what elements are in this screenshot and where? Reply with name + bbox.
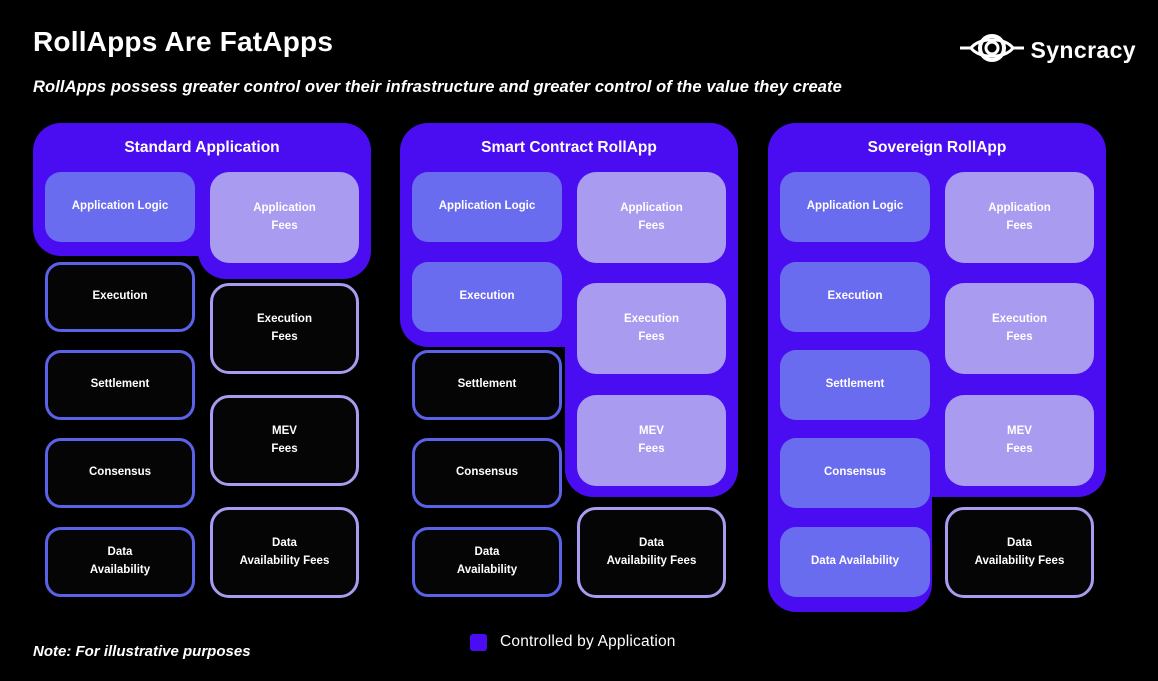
page-title: RollApps Are FatApps [33,26,334,57]
syncracy-orbit-icon [959,28,1025,73]
layer-box-application-logic: Application Logic [780,172,930,242]
layer-box-settlement: Settlement [45,350,195,420]
fee-box-execution-fees: Execution Fees [945,283,1094,374]
legend-label: Controlled by Application [500,633,676,650]
layer-box-settlement: Settlement [412,350,562,420]
layer-box-execution: Execution [45,262,195,332]
fee-box-application-fees: Application Fees [210,172,359,263]
layer-box-application-logic: Application Logic [45,172,195,242]
fee-box-mev-fees: MEV Fees [577,395,726,486]
layer-box-data-availability: Data Availability [412,527,562,597]
layer-box-data-availability: Data Availability [45,527,195,597]
layer-box-execution: Execution [780,262,930,332]
fee-box-execution-fees: Execution Fees [210,283,359,374]
layer-box-application-logic: Application Logic [412,172,562,242]
layer-box-data-availability: Data Availability [780,527,930,597]
column-header: Smart Contract RollApp [481,138,657,156]
layer-box-consensus: Consensus [780,438,930,508]
syncracy-logo: Syncracy [959,28,1137,73]
column-standard-application: Standard Application Application Logic E… [33,123,371,623]
column-header: Standard Application [124,138,280,156]
layer-box-consensus: Consensus [45,438,195,508]
footnote: Note: For illustrative purposes [33,643,251,660]
column-header: Sovereign RollApp [867,138,1007,156]
fee-box-application-fees: Application Fees [577,172,726,263]
fee-box-mev-fees: MEV Fees [945,395,1094,486]
layer-box-consensus: Consensus [412,438,562,508]
brand-name: Syncracy [1030,37,1136,63]
column-smart-contract-rollapp: Smart Contract RollApp Application Logic… [400,123,738,623]
controlled-swatch-icon [470,633,487,651]
fee-box-data-availability-fees: Data Availability Fees [210,507,359,598]
fee-box-data-availability-fees: Data Availability Fees [577,507,726,598]
page-subtitle: RollApps possess greater control over th… [33,78,842,96]
fee-box-application-fees: Application Fees [945,172,1094,263]
fee-box-data-availability-fees: Data Availability Fees [945,507,1094,598]
fee-box-mev-fees: MEV Fees [210,395,359,486]
fee-box-execution-fees: Execution Fees [577,283,726,374]
legend: Controlled by Application [470,633,676,651]
layer-box-settlement: Settlement [780,350,930,420]
layer-box-execution: Execution [412,262,562,332]
column-sovereign-rollapp: Sovereign RollApp Application Logic Exec… [768,123,1106,623]
